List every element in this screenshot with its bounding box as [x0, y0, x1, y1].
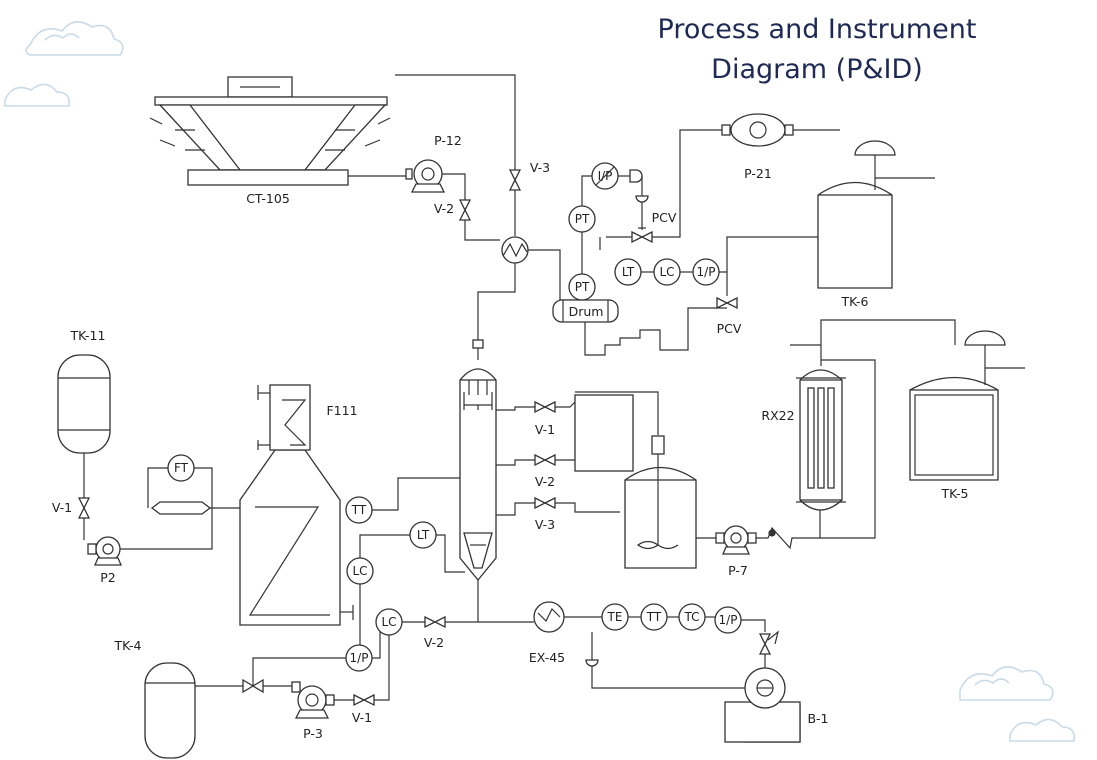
furnace-f111: [239, 384, 354, 626]
label-v3-top: V-3: [530, 160, 550, 175]
flow-element: [150, 501, 212, 515]
label-f111: F111: [326, 403, 357, 418]
label-pcv-mid: PCV: [717, 321, 742, 336]
diagram-title-line1: Process and Instrument: [658, 14, 977, 45]
label-tk11: TK-11: [70, 328, 106, 343]
valve-v3-col: [534, 496, 556, 510]
valve-v2-top: [458, 199, 472, 221]
label-v3-col: V-3: [535, 517, 555, 532]
pump-p12: [405, 159, 446, 193]
label-p12: P-12: [434, 133, 462, 148]
tank-tk11: [57, 354, 111, 454]
valve-v1-col: [534, 400, 556, 414]
cooling-tower-ct105: [149, 76, 391, 186]
label-p21: P-21: [744, 166, 772, 181]
label-p3: P-3: [303, 726, 323, 741]
label-ct105: CT-105: [246, 191, 290, 206]
label-ip-top: I/P: [598, 169, 613, 183]
tank-tk6: [817, 140, 935, 289]
label-p7: P-7: [728, 563, 748, 578]
pump-p7: [715, 525, 757, 555]
label-tk6: TK-6: [841, 294, 869, 309]
pump-p3: [291, 681, 335, 719]
label-v2-bottom: V-2: [424, 635, 444, 650]
label-tt: TT: [351, 503, 367, 517]
label-ip-bottom: 1/P: [350, 651, 369, 665]
label-rx22: RX22: [761, 408, 794, 423]
valve-pcv-mid: [716, 296, 738, 310]
decorative-clouds: [4, 21, 1076, 742]
tank-tk4: [144, 662, 196, 759]
label-ip-mid: 1/P: [697, 265, 716, 279]
label-te: TE: [607, 610, 623, 624]
label-tt-ex: TT: [646, 610, 662, 624]
label-v2-top: V-2: [434, 201, 454, 216]
label-ex45: EX-45: [529, 650, 565, 665]
condenser-box: [574, 394, 634, 472]
control-valve-ex: [758, 633, 772, 655]
label-pt-upper: PT: [575, 212, 590, 226]
label-pt-lower: PT: [575, 280, 590, 294]
valve-pcv-top: [631, 230, 653, 244]
valve-v3-top: [508, 169, 522, 191]
tank-tk5: [909, 330, 1025, 481]
label-lt-top: LT: [622, 265, 635, 279]
label-v1-left: V-1: [52, 500, 72, 515]
label-lc-bottom: LC: [381, 615, 396, 629]
pump-p2: [87, 536, 122, 566]
heat-exchanger-ex45: [533, 601, 565, 633]
instrument-pt-lower: [568, 273, 596, 301]
reactor-rx22: [796, 369, 846, 511]
label-tc: TC: [683, 610, 699, 624]
label-v1-col: V-1: [535, 422, 555, 437]
label-ip-ex: 1/P: [719, 613, 738, 627]
valve-v1-bottom: [353, 693, 375, 707]
label-drum: Drum: [569, 304, 604, 319]
boiler-b1: [724, 667, 801, 743]
label-tk4: TK-4: [114, 638, 142, 653]
valve-v2-col: [534, 453, 556, 467]
label-p2: P2: [100, 570, 116, 585]
label-b1: B-1: [807, 711, 828, 726]
label-v1-bottom: V-1: [352, 710, 372, 725]
pump-p21: [721, 113, 794, 147]
label-pcv-top: PCV: [652, 210, 677, 225]
label-lc-left: LC: [352, 564, 367, 578]
label-v2-col: V-2: [535, 474, 555, 489]
heat-exchanger-top: [501, 236, 529, 264]
valve-v1-left: [77, 497, 91, 519]
agitated-reactor-vessel: [624, 435, 697, 569]
valve-v2-bottom: [424, 615, 446, 629]
diagram-title-line2: Diagram (P&ID): [711, 54, 923, 85]
label-tk5: TK-5: [941, 486, 969, 501]
label-lc-top: LC: [659, 265, 674, 279]
distillation-column: [459, 339, 497, 582]
label-ft: FT: [174, 461, 189, 475]
label-lt-col: LT: [417, 528, 430, 542]
